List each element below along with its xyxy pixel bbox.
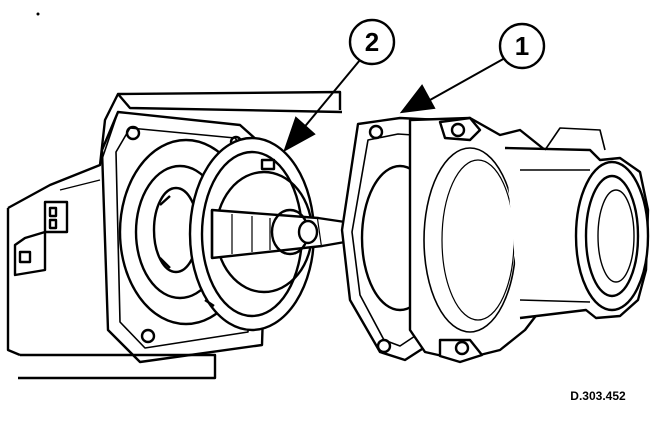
callout-2: 2 — [348, 18, 396, 66]
callout-1: 1 — [498, 22, 546, 70]
thermostat-housing — [340, 116, 650, 364]
callout-arrow-2 — [283, 59, 361, 153]
callout-1-label: 1 — [515, 31, 529, 61]
speck — [36, 12, 40, 16]
thermostat — [188, 136, 347, 332]
figure-reference: D.303.452 — [570, 389, 626, 403]
callout-2-label: 2 — [365, 27, 379, 57]
callout-arrow-1 — [399, 57, 506, 114]
